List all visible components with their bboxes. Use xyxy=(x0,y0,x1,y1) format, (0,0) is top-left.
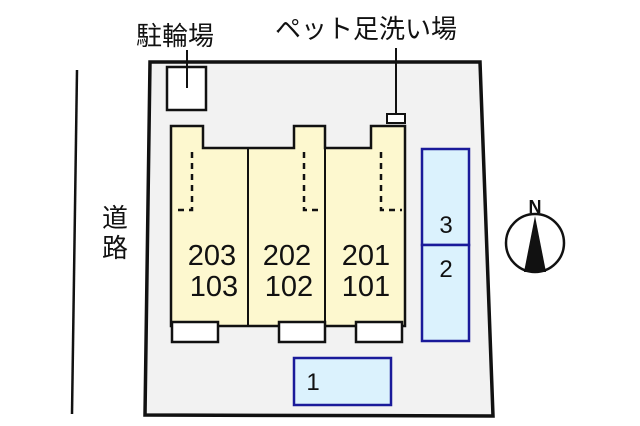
unit-lower-label: 102 xyxy=(265,271,313,303)
parking-number: 1 xyxy=(306,369,319,396)
parking-space-2 xyxy=(420,243,471,343)
entrance-box xyxy=(354,320,404,344)
bicycle-parking-label: 駐輪場 xyxy=(136,22,214,52)
north-compass-icon: N xyxy=(504,197,566,274)
road-label-1: 道 xyxy=(102,204,128,234)
entrance-box xyxy=(170,320,220,344)
entrance-box xyxy=(277,320,327,344)
unit-upper-label: 202 xyxy=(263,240,311,272)
parking-space-3 xyxy=(420,147,471,247)
unit-lower-label: 101 xyxy=(342,271,390,303)
pet-foot-wash-label: ペット足洗い場 xyxy=(275,15,457,45)
road-edge-line xyxy=(70,69,79,415)
dashed-line xyxy=(379,152,402,212)
pet-foot-wash-station xyxy=(386,113,406,124)
parking-space-1 xyxy=(292,356,393,407)
unit-upper-label: 201 xyxy=(342,240,390,272)
parking-number: 3 xyxy=(439,212,452,239)
dashed-line xyxy=(302,152,322,212)
parking-number: 2 xyxy=(439,256,452,283)
unit-upper-label: 203 xyxy=(188,240,236,272)
compass-north-label: N xyxy=(529,197,542,217)
dashed-line xyxy=(175,152,194,212)
unit-lower-label: 103 xyxy=(190,271,238,303)
road-label-2: 路 xyxy=(102,234,128,264)
